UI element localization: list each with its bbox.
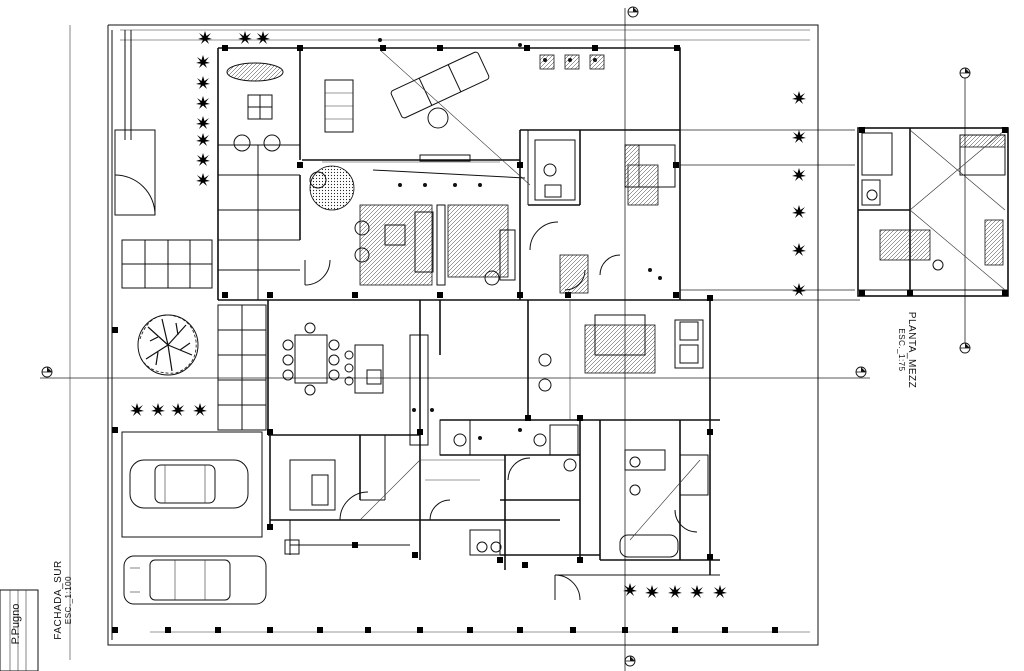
bathroom-fixtures-2 <box>359 419 709 558</box>
mezzanine-plan <box>857 127 1009 297</box>
living-room-furniture <box>309 49 531 286</box>
plants <box>130 31 806 598</box>
main-view-label: FACHADA_SUR <box>53 560 64 640</box>
lot-boundary <box>69 24 819 660</box>
mezz-view-scale: ESC._1:75 <box>897 328 906 372</box>
car-icon <box>123 555 267 605</box>
sofa-icon <box>390 51 490 119</box>
main-view-scale: ESC._1:100 <box>64 575 73 625</box>
entry-gate <box>114 30 156 216</box>
garden-pavers <box>121 239 267 431</box>
section-marker-icon <box>855 366 867 378</box>
section-marker-icon <box>41 366 53 378</box>
bed-icon <box>624 144 676 206</box>
mezz-view-title: PLANTA_MEZZ ESC._1:75 <box>897 305 917 395</box>
terrace-furniture <box>226 62 284 152</box>
master-bedroom-furniture <box>538 300 704 420</box>
section-marker-icon <box>959 67 971 79</box>
title-block-company: P.Pugno <box>10 603 22 645</box>
bathroom-fixtures-1 <box>534 139 589 294</box>
grid-axes <box>40 8 966 671</box>
section-marker-icon <box>627 6 639 18</box>
section-marker-icon <box>959 342 971 354</box>
electrical-dots <box>378 38 662 440</box>
mezz-view-label: PLANTA_MEZZ <box>906 311 917 389</box>
tree-icon <box>137 314 199 376</box>
car-icon <box>121 431 263 538</box>
title-block <box>0 589 39 671</box>
dining-kitchen-furniture <box>282 322 429 511</box>
section-marker-icon <box>624 655 636 667</box>
section-markers <box>41 6 971 667</box>
doors <box>304 221 698 533</box>
main-view-title: FACHADA_SUR ESC._1:100 <box>53 555 73 645</box>
